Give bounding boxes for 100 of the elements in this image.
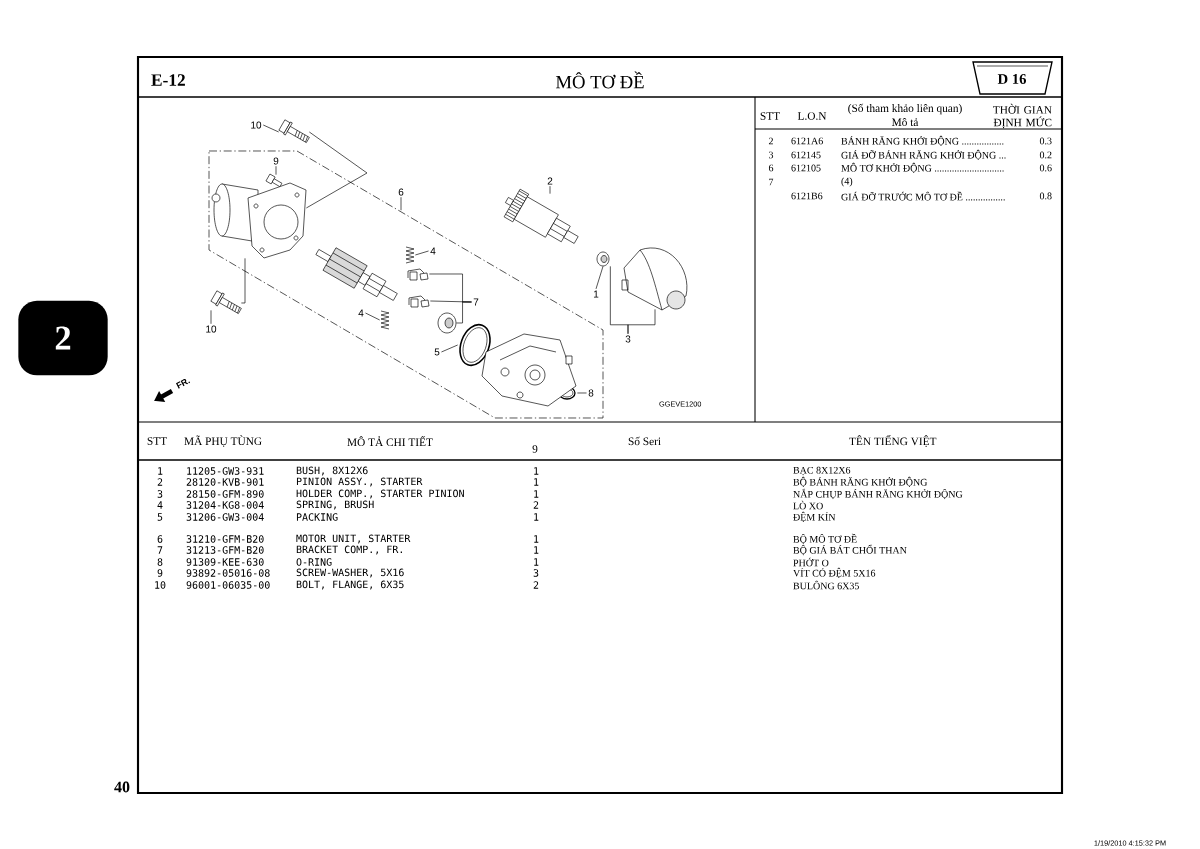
part-name: HOLDER COMP., STARTER PINION (296, 489, 464, 499)
part-name: O-RING (296, 558, 332, 566)
column-header: 9 (532, 445, 538, 453)
part-code: 6121B6 (791, 192, 823, 200)
cover-drawing (621, 247, 688, 311)
leader-line (595, 266, 604, 290)
quantity: 1 (534, 546, 539, 554)
spring-drawing (380, 310, 390, 330)
part-number: 31213-GFM-B20 (186, 546, 264, 554)
column-header: TÊN TIẾNG VIỆT (849, 435, 937, 447)
row-number: 5 (157, 513, 163, 521)
part-name: PINION ASSY., STARTER (296, 477, 423, 487)
row-number: 2 (768, 137, 773, 145)
screw-drawing (265, 173, 283, 188)
callout-number: 9 (273, 157, 279, 165)
part-name: BOLT, FLANGE, 6X35 (296, 580, 404, 590)
quantity: 1 (534, 513, 539, 521)
part-description: MÔ TƠ KHỞI ĐỘNG ............................ (841, 162, 1004, 174)
vietnamese-name: BỘ BÁNH RĂNG KHỞI ĐỘNG (793, 476, 928, 488)
vietnamese-name: LÒ XO (793, 500, 823, 510)
part-number: 93892-05016-08 (186, 569, 270, 577)
part-number: 31204-KG8-004 (186, 501, 264, 509)
leader-line (441, 344, 458, 353)
part-description: GIÁ ĐỠ BÁNH RĂNG KHỞI ĐỘNG ... (841, 149, 1006, 161)
brush-holder-drawing (407, 268, 429, 281)
page-number: 40 (114, 781, 130, 793)
callout-number: 5 (434, 348, 440, 356)
time-value: 0.2 (1039, 151, 1052, 159)
row-number: 1 (158, 467, 163, 475)
part-name: BUSH, 8X12X6 (296, 466, 368, 476)
part-name: SCREW-WASHER, 5X16 (296, 568, 404, 578)
page-badge: D 16 (972, 61, 1053, 95)
part-code: 612145 (791, 151, 821, 159)
part-description: BÁNH RĂNG KHỞI ĐỘNG ................. (841, 135, 1004, 147)
leader-line (262, 124, 279, 133)
o-ring-drawing (459, 323, 491, 367)
vietnamese-name: BẠC 8X12X6 (793, 466, 851, 476)
direction-label: FR. (175, 379, 191, 389)
part-name: SPRING, BRUSH (296, 500, 374, 510)
vietnamese-name: BULÔNG 6X35 (793, 580, 859, 590)
column-header: (Số tham khảo liên quan) (848, 103, 962, 115)
row-number: 7 (157, 546, 163, 554)
leader-line (415, 250, 429, 256)
leader-line (241, 258, 246, 304)
quantity: 2 (533, 501, 539, 509)
callout-number: 10 (206, 325, 217, 333)
bolt-drawing (278, 119, 310, 143)
column-header: STT (760, 112, 780, 120)
part-name: BRACKET COMP., FR. (296, 545, 402, 555)
leader-line (400, 196, 402, 211)
row-number: 6 (157, 535, 163, 543)
column-header: Mô tả (891, 118, 919, 126)
bush-drawing (596, 251, 610, 267)
front-bracket-drawing (481, 333, 577, 407)
page-title: MÔ TƠ ĐỀ (555, 71, 644, 89)
bolt-drawing (210, 290, 242, 314)
part-number: 96001-06035-00 (186, 581, 270, 589)
row-number: 8 (157, 558, 163, 566)
time-value: 0.6 (1039, 164, 1052, 172)
quantity: 3 (533, 569, 539, 577)
column-header: MÃ PHỤ TÙNG (184, 435, 262, 447)
row-number: 7 (769, 178, 774, 186)
quantity: 1 (534, 558, 539, 566)
column-header: L.O.N (797, 112, 827, 120)
callout-number: 6 (398, 188, 404, 196)
callout-number: 4 (358, 309, 364, 317)
row-number: 6 (768, 164, 774, 172)
leader-line (549, 185, 551, 194)
section-code: E-12 (151, 74, 185, 86)
callout-number: 4 (430, 247, 436, 255)
leader-line (627, 309, 656, 335)
vietnamese-name: BỘ GIÁ BÁT CHỔI THAN (793, 544, 907, 556)
row-number: 3 (157, 490, 163, 498)
part-name: PACKING (296, 513, 338, 521)
part-code: 612105 (791, 164, 821, 172)
leader-line (456, 301, 472, 324)
motor-unit-outline (208, 150, 604, 419)
part-number: 28150-GFM-890 (186, 490, 264, 498)
row-number: 9 (157, 569, 163, 577)
part-number: 91309-KEE-630 (186, 558, 264, 566)
chapter-tab: 2 (18, 300, 108, 376)
time-value: 0.8 (1039, 192, 1052, 200)
brush-holder-drawing (408, 295, 430, 308)
part-code: 6121A6 (791, 137, 823, 145)
part-number: 28120-KVB-901 (186, 478, 264, 486)
time-value: 0.3 (1039, 137, 1052, 145)
quantity: 1 (534, 478, 539, 486)
leader-line (365, 312, 380, 321)
spring-drawing (405, 246, 415, 264)
quantity: 2 (533, 581, 539, 589)
part-number: 11205-GW3-931 (187, 467, 264, 475)
leader-line (306, 131, 368, 209)
row-number: 3 (769, 151, 774, 159)
callout-number: 8 (588, 389, 594, 397)
quantity: 1 (534, 490, 539, 498)
part-number: 31210-GFM-B20 (186, 535, 264, 543)
part-number: 31206-GW3-004 (186, 513, 264, 521)
column-header: Số Seri (628, 436, 661, 446)
row-number: 2 (157, 478, 163, 486)
part-description: GIÁ ĐỠ TRƯỚC MÔ TƠ ĐỀ ................ (841, 191, 1005, 201)
